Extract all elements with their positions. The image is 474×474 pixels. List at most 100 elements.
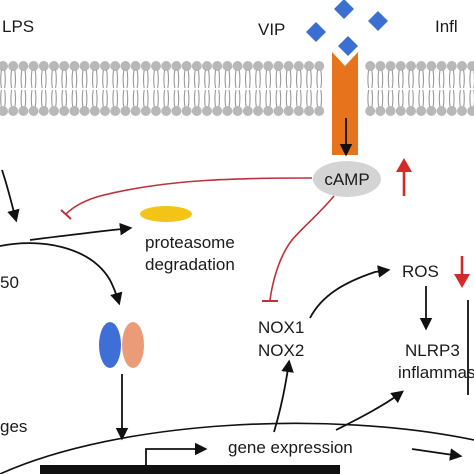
lipid-tail (153, 69, 159, 109)
lipid-head (0, 106, 8, 116)
lipid-tail (428, 69, 435, 109)
vip-receptor (332, 52, 358, 155)
lipid-tail (448, 69, 455, 109)
lipid-head (446, 106, 457, 116)
vip-diamond (334, 0, 354, 19)
lps-pathway-arrow (1, 169, 20, 223)
lipid-tail (408, 69, 414, 109)
lipid-head (120, 106, 131, 116)
to-proteasome-arrow (29, 222, 133, 241)
lipid-tail (387, 69, 394, 109)
lipid-tail (244, 69, 251, 109)
membrane-heads-top (0, 61, 474, 71)
lipid-head (100, 106, 110, 116)
lipid-tail (418, 69, 425, 109)
lipid-head (191, 61, 202, 71)
lipid-tail (204, 69, 210, 109)
lipid-tail (102, 69, 108, 109)
lipid-head (314, 61, 325, 71)
lipid-head (222, 106, 233, 116)
lipid-tail (469, 69, 474, 109)
gene-expression-label: gene expression (228, 438, 353, 457)
lipid-head (38, 61, 49, 71)
lipid-tail (224, 69, 231, 109)
lipid-head (467, 61, 474, 71)
proteasome-label-line1: proteasome (145, 233, 235, 252)
lipid-tail (81, 69, 88, 109)
lipid-head (242, 61, 253, 71)
membrane-tails (0, 69, 474, 109)
lipid-head (457, 106, 467, 116)
lipid-head (110, 61, 121, 71)
vip-diamond (306, 22, 326, 42)
lipid-head (171, 106, 182, 116)
lipid-tail (71, 69, 78, 109)
lipid-tail (122, 69, 129, 109)
lipid-head (100, 61, 110, 71)
lipid-head (273, 106, 284, 116)
lipid-head (79, 61, 90, 71)
camp-inhibition-line-nox (262, 195, 335, 302)
lipid-head (446, 61, 457, 71)
lipid-tail (193, 69, 200, 109)
lipid-head (191, 106, 202, 116)
lipid-tail (91, 69, 98, 109)
ros-label: ROS (402, 262, 439, 281)
lipid-tail (265, 69, 272, 109)
lipid-head (395, 106, 406, 116)
lipid-head (416, 106, 427, 116)
lipid-head (304, 61, 314, 71)
lipid-head (436, 61, 447, 71)
lipid-head (253, 61, 263, 71)
lipid-head (181, 106, 192, 116)
nox-to-ros-arrow (309, 265, 391, 319)
lipid-head (457, 61, 467, 71)
p50-partial-label: 50 (0, 273, 19, 292)
lipid-head (467, 106, 474, 116)
dimer-subunit-left (99, 322, 121, 368)
lipid-head (212, 61, 223, 71)
lipid-head (161, 61, 172, 71)
lipid-head (406, 106, 416, 116)
lipid-head (202, 61, 212, 71)
lipid-head (38, 106, 49, 116)
gene-to-inflammasome-arrow (335, 390, 405, 431)
lipid-head (283, 61, 294, 71)
vip-ligands (306, 0, 388, 56)
lipid-head (171, 61, 182, 71)
lipid-head (130, 61, 141, 71)
lipid-head (314, 106, 325, 116)
lipid-head (59, 61, 70, 71)
lipid-head (140, 106, 151, 116)
lipid-head (151, 106, 161, 116)
lipid-head (89, 106, 100, 116)
macrophages-partial-label: ges (0, 417, 27, 436)
lipid-head (79, 106, 90, 116)
lipid-head (273, 61, 284, 71)
lipid-head (426, 106, 437, 116)
lipid-head (263, 61, 274, 71)
lipid-head (212, 106, 223, 116)
lipid-tail (61, 69, 68, 109)
dimer-subunit-right (122, 322, 144, 368)
lipid-tail (397, 69, 404, 109)
gene-expression-right-arrow (411, 448, 463, 461)
lipid-head (232, 106, 243, 116)
lipid-tail (234, 69, 241, 109)
lipid-head (293, 61, 304, 71)
lipid-head (365, 61, 376, 71)
lipid-head (0, 61, 8, 71)
membrane-heads-bottom (0, 106, 474, 116)
lipid-tail (112, 69, 119, 109)
lipid-tail (10, 69, 17, 109)
lipid-head (385, 61, 396, 71)
lipid-head (59, 106, 70, 116)
lipid-head (426, 61, 437, 71)
lps-label: LPS (2, 17, 34, 36)
lipid-tail (173, 69, 180, 109)
lipid-head (130, 106, 141, 116)
lipid-tail (459, 69, 465, 109)
lipid-head (385, 106, 396, 116)
lipid-tail (51, 69, 57, 109)
camp-inhibition-line-left (60, 177, 313, 220)
